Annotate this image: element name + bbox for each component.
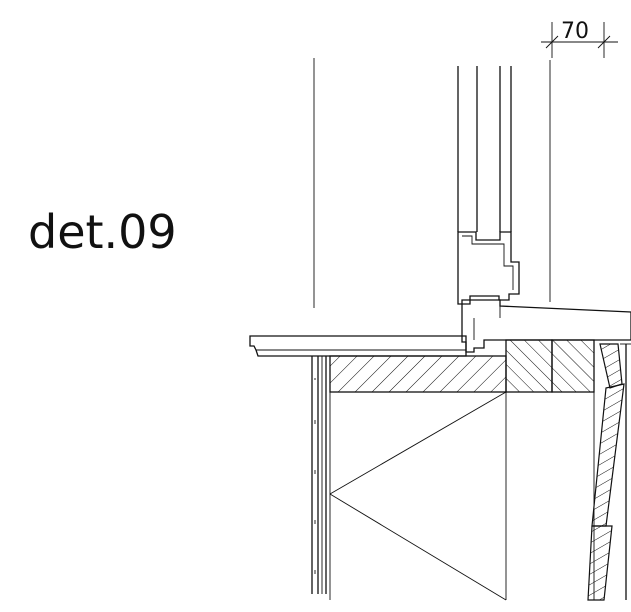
glazing-panes [457,66,512,232]
wall-plate-section [551,339,595,393]
inner-wall-lining [311,356,327,594]
dimension-70: 70 [541,19,618,58]
dimension-label: 70 [561,19,589,44]
outer-cladding [587,343,631,601]
sash-inner-rebate [462,235,514,290]
frame-anchor-block [505,339,553,393]
sill-beam-section [329,355,507,393]
window-sill-board [249,335,467,357]
wall-cavity [329,391,594,601]
window-sash-profile [457,231,520,305]
detail-title: det.09 [28,205,177,259]
